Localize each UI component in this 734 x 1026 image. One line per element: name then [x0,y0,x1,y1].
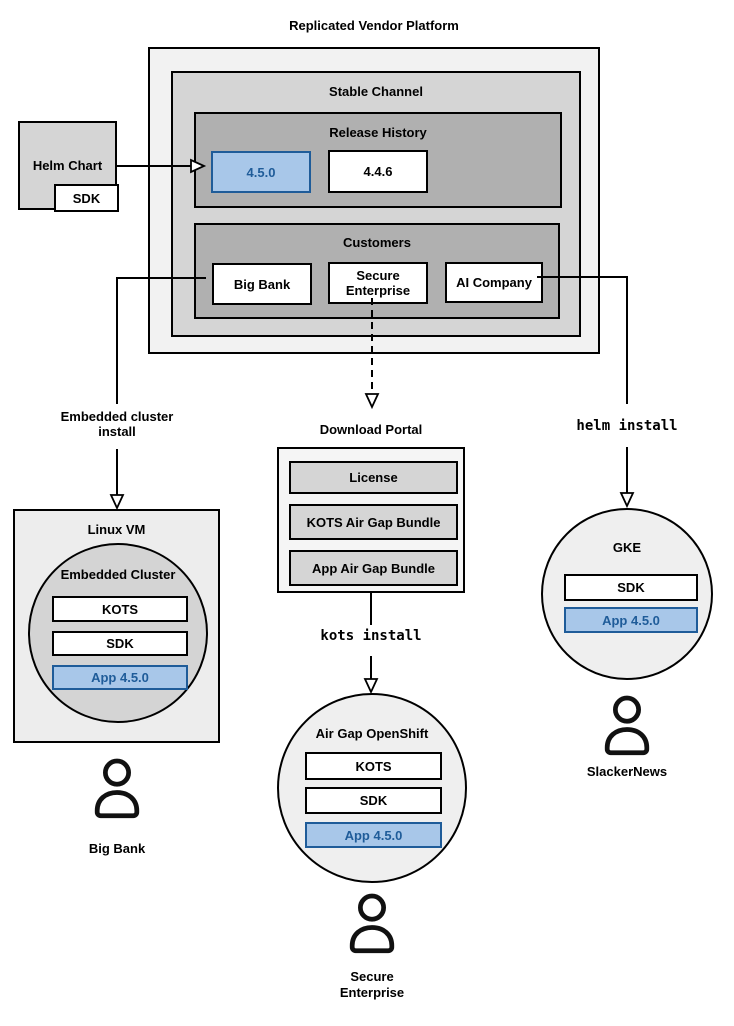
embedded-cluster-circle: Embedded Cluster KOTS SDK App 4.5.0 [28,543,208,723]
big-bank-person-icon [89,758,145,823]
embedded-install-label: Embedded cluster install [60,409,174,439]
customers-panel: Customers Big Bank Secure Enterprise AI … [194,223,560,319]
diagram-title: Replicated Vendor Platform [289,18,459,33]
gke-sdk-node: SDK [564,574,698,601]
release-node-446: 4.4.6 [328,150,428,193]
helm-install-arrowhead-icon [619,492,635,509]
gke-circle: GKE SDK App 4.5.0 [541,508,713,680]
release-node-450: 4.5.0 [211,151,311,193]
kots-install-command: kots install [320,628,422,644]
airgap-openshift-circle: Air Gap OpenShift KOTS SDK App 4.5.0 [277,693,467,883]
os-sdk-node: SDK [305,787,442,814]
kots-airgap-bundle-node: KOTS Air Gap Bundle [289,504,458,540]
big-bank-persona-label: Big Bank [88,841,146,856]
embedded-install-arrowhead-icon [109,494,125,511]
kots-install-arrowhead-icon [363,678,379,695]
helm-chart-node: Helm Chart SDK [18,121,119,212]
ec-kots-node: KOTS [52,596,188,622]
secure-enterprise-persona-label: Secure Enterprise [339,969,405,1000]
helm-chart-sdk-node: SDK [54,184,119,212]
gke-app-node: App 4.5.0 [564,607,698,633]
helm-chart-label: Helm Chart [32,158,103,173]
release-history-panel: Release History 4.5.0 4.4.6 [194,112,562,208]
os-app-node: App 4.5.0 [305,822,442,848]
slackernews-persona-label: SlackerNews [586,764,668,779]
embedded-cluster-title: Embedded Cluster [60,567,176,582]
ec-sdk-node: SDK [52,631,188,656]
vendor-platform-panel: Stable Channel Release History 4.5.0 4.4… [148,47,600,354]
app-airgap-bundle-node: App Air Gap Bundle [289,550,458,586]
customer-node-secure-enterprise: Secure Enterprise [328,262,428,304]
slackernews-person-icon [599,695,655,760]
secure-enterprise-person-icon [344,893,400,958]
customers-title: Customers [343,235,411,250]
linux-vm-title: Linux VM [87,522,146,537]
release-history-title: Release History [329,125,427,140]
download-portal-arrowhead-icon [364,393,380,410]
ec-app-node: App 4.5.0 [52,665,188,690]
customer-node-ai-company: AI Company [445,262,543,303]
download-portal-panel: License KOTS Air Gap Bundle App Air Gap … [277,447,465,593]
download-portal-title: Download Portal [319,422,423,437]
stable-channel-title: Stable Channel [329,84,423,99]
helm-install-command: helm install [576,418,678,434]
linux-vm-panel: Linux VM Embedded Cluster KOTS SDK App 4… [13,509,220,743]
customer-node-big-bank: Big Bank [212,263,312,305]
os-kots-node: KOTS [305,752,442,780]
airgap-openshift-title: Air Gap OpenShift [315,726,429,741]
license-node: License [289,461,458,494]
gke-title: GKE [612,540,642,555]
stable-channel-panel: Stable Channel Release History 4.5.0 4.4… [171,71,581,337]
